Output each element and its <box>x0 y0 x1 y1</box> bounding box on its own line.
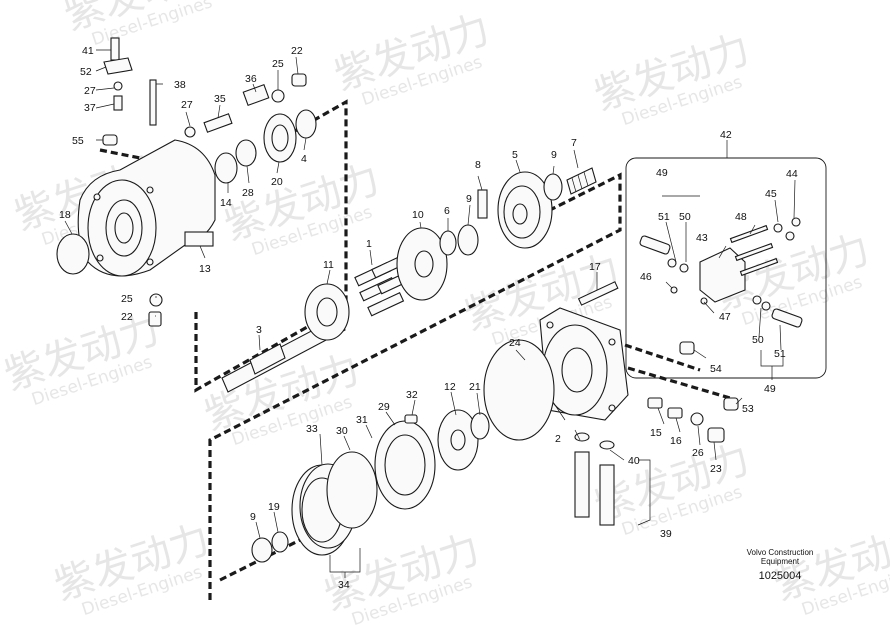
right-side-plugs <box>647 341 739 443</box>
callout-35: 35 <box>214 93 226 105</box>
callout-10: 10 <box>412 209 424 221</box>
washer <box>439 230 457 256</box>
callout-38: 38 <box>174 79 186 91</box>
callout-6: 6 <box>444 205 450 217</box>
callout-20: 20 <box>271 176 283 188</box>
pin-bar <box>477 189 488 219</box>
callout-33: 33 <box>306 423 318 435</box>
callout-51-b: 51 <box>774 348 786 360</box>
callout-9-c: 9 <box>250 511 256 523</box>
callout-37: 37 <box>84 102 96 114</box>
caption-line1: Volvo Construction <box>746 548 814 557</box>
leader-lines <box>64 49 796 578</box>
callout-51: 51 <box>658 211 670 223</box>
gear-plate <box>497 171 553 249</box>
callout-27: 27 <box>84 85 96 97</box>
callout-18: 18 <box>59 209 71 221</box>
callout-26: 26 <box>692 447 704 459</box>
retaining-ring <box>251 537 273 563</box>
callout-40: 40 <box>628 455 640 467</box>
retaining-ring <box>271 531 289 553</box>
callout-41: 41 <box>82 45 94 57</box>
callout-53: 53 <box>742 403 754 415</box>
callout-55: 55 <box>72 135 84 147</box>
callout-43: 43 <box>696 232 708 244</box>
relief-valves <box>574 432 615 526</box>
callout-8: 8 <box>475 159 481 171</box>
snap-ring <box>56 233 90 275</box>
callout-47: 47 <box>719 311 731 323</box>
callout-14: 14 <box>220 197 232 209</box>
callout-21: 21 <box>469 381 481 393</box>
callout-27-b: 27 <box>181 99 193 111</box>
callout-15: 15 <box>650 427 662 439</box>
callout-11: 11 <box>323 259 334 271</box>
top-left-small-parts <box>102 37 317 327</box>
callout-30: 30 <box>336 425 348 437</box>
spring <box>566 167 597 195</box>
valve-group-parts <box>639 217 803 328</box>
callout-36: 36 <box>245 73 257 85</box>
callout-2: 2 <box>555 433 561 445</box>
callout-7: 7 <box>571 137 577 149</box>
callout-46: 46 <box>640 271 652 283</box>
caption-line2: Equipment <box>760 557 800 566</box>
callout-32: 32 <box>406 389 418 401</box>
motor-housing <box>77 139 216 277</box>
callout-34: 34 <box>338 579 350 591</box>
callout-9: 9 <box>466 193 472 205</box>
figure-code: 1025004 <box>758 570 802 582</box>
callout-29: 29 <box>378 401 390 413</box>
large-o-ring <box>483 339 555 441</box>
callout-5: 5 <box>512 149 518 161</box>
drive-shaft <box>221 283 350 393</box>
valve-group-box <box>625 157 827 379</box>
callout-49-b: 49 <box>764 383 776 395</box>
callout-9-b: 9 <box>551 149 557 161</box>
callout-12: 12 <box>444 381 456 393</box>
callout-labels: 41 52 27 37 38 36 25 22 35 27 55 18 14 2… <box>59 45 798 591</box>
callout-39: 39 <box>660 528 672 540</box>
callout-49: 49 <box>656 167 668 179</box>
callout-45: 45 <box>765 188 777 200</box>
cylinder-block <box>396 227 448 301</box>
callout-13: 13 <box>199 263 211 275</box>
bearing <box>457 224 479 256</box>
callout-50-b: 50 <box>752 334 764 346</box>
callout-54: 54 <box>710 363 722 375</box>
callout-48: 48 <box>735 211 747 223</box>
callout-16: 16 <box>670 435 682 447</box>
callout-1: 1 <box>366 238 372 250</box>
callout-19: 19 <box>268 501 280 513</box>
callout-24: 24 <box>509 337 521 349</box>
callout-25-b: 25 <box>121 293 133 305</box>
publisher-caption: Volvo Construction Equipment 1025004 <box>735 548 825 582</box>
long-bolt <box>577 281 619 306</box>
callout-42: 42 <box>720 129 732 141</box>
callout-4: 4 <box>301 153 307 165</box>
callout-3: 3 <box>256 324 262 336</box>
o-ring <box>543 173 563 201</box>
callout-28: 28 <box>242 187 254 199</box>
callout-50: 50 <box>679 211 691 223</box>
callout-25: 25 <box>272 58 284 70</box>
callout-44: 44 <box>786 168 798 180</box>
callout-23: 23 <box>710 463 722 475</box>
callout-22: 22 <box>291 45 303 57</box>
callout-52: 52 <box>80 66 92 78</box>
callout-31: 31 <box>356 414 368 426</box>
callout-22-b: 22 <box>121 311 133 323</box>
brake-piston-set <box>291 409 490 556</box>
callout-17: 17 <box>589 261 601 273</box>
